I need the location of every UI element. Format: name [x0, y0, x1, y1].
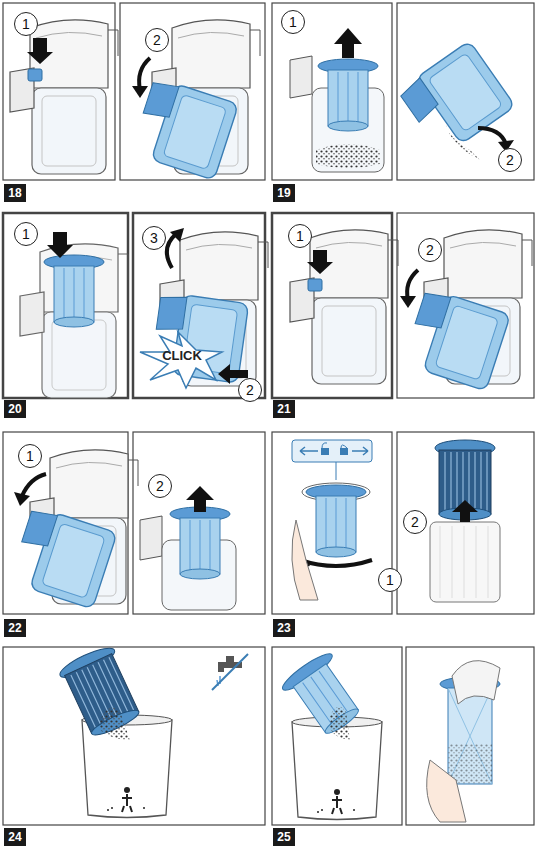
- callout-number: 1: [288, 224, 312, 248]
- callout-number: 1: [14, 222, 38, 246]
- step-number: 18: [4, 184, 25, 202]
- callout-number: 2: [498, 148, 522, 172]
- step-number: 23: [273, 619, 294, 637]
- step-number: 24: [4, 828, 25, 846]
- callout-number: 2: [238, 378, 262, 402]
- click-label: CLICK: [162, 348, 202, 363]
- step-number: 20: [4, 400, 25, 418]
- step-number: 25: [273, 828, 294, 846]
- callout-number: 2: [145, 28, 169, 52]
- callout-number: 1: [18, 444, 42, 468]
- callout-number: 1: [378, 568, 402, 592]
- callout-number: 3: [142, 226, 166, 250]
- step-number: 22: [4, 619, 25, 637]
- callout-number: 1: [281, 10, 305, 34]
- callout-number: 1: [14, 12, 38, 36]
- step-number: 21: [273, 400, 294, 418]
- step-number: 19: [273, 184, 294, 202]
- callout-number: 2: [418, 238, 442, 262]
- callout-number: 2: [148, 474, 172, 498]
- callout-number: 2: [403, 510, 427, 534]
